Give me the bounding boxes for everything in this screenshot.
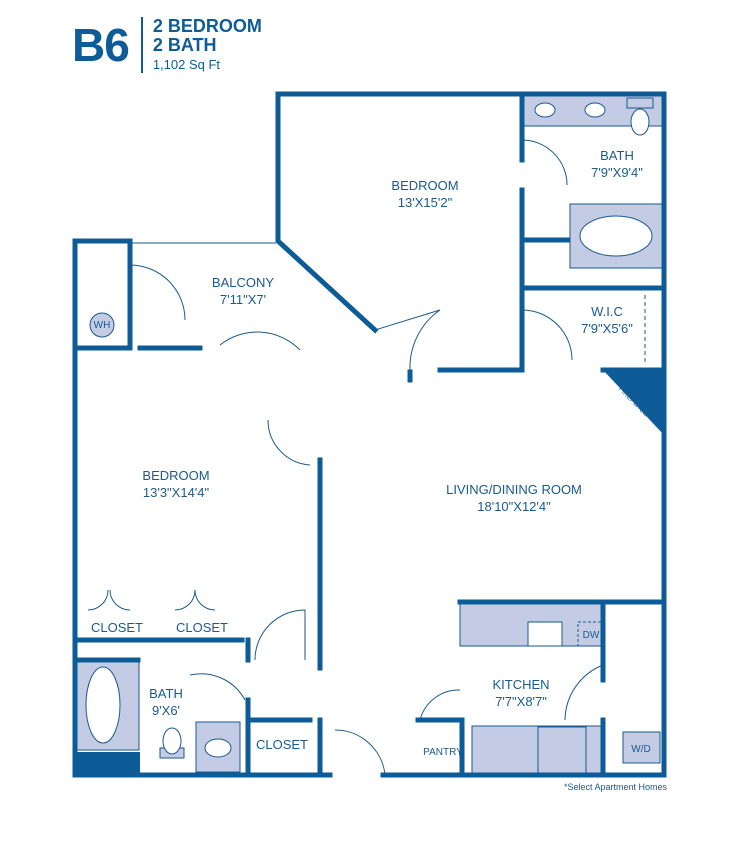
dishwasher-label: DW: [583, 630, 600, 641]
unit-info: 2 BEDROOM 2 BATH 1,102 Sq Ft: [152, 15, 262, 74]
sink-icon: [584, 102, 606, 118]
bedroom2-size: 13'3"X14'4": [143, 485, 210, 500]
bedroom2-name: BEDROOM: [142, 468, 209, 483]
bath2-name: BATH: [149, 686, 183, 701]
pantry-label: PANTRY: [423, 747, 463, 758]
living-size: 18'10"X12'4": [477, 499, 551, 514]
kitchen-name: KITCHEN: [492, 677, 549, 692]
fireplace-block: [603, 370, 664, 435]
plan-header: B6 2 BEDROOM 2 BATH 1,102 Sq Ft: [72, 14, 262, 76]
bath1-name: BATH: [600, 148, 634, 163]
walls: [72, 91, 667, 778]
closet3-label: CLOSET: [256, 737, 308, 752]
water-heater-label: WH: [94, 320, 111, 331]
bedroom1-size: 13'X15'2": [398, 195, 453, 210]
washer-dryer-icon: [622, 731, 661, 764]
divider: [140, 17, 143, 73]
closet1-label: CLOSET: [91, 620, 143, 635]
water-heater-icon: [89, 312, 115, 338]
wall-block: [75, 752, 140, 775]
washer-dryer-label: W/D: [631, 744, 650, 755]
sink-icon-lower: [204, 738, 232, 758]
bath1-size: 7'9"X9'4": [591, 165, 643, 180]
unit-code: B6: [72, 19, 130, 71]
room-labels: BEDROOM 13'X15'2" BATH 7'9"X9'4" BALCONY…: [91, 148, 651, 758]
tub-basin-lower: [85, 666, 121, 744]
toilet-icon: [630, 108, 650, 136]
balcony-size: 7'11"X7': [220, 292, 266, 307]
footnote: *Select Apartment Homes: [563, 782, 667, 792]
square-footage: 1,102 Sq Ft: [152, 56, 221, 72]
kitchen-size: 7'7"X8'7": [495, 694, 547, 709]
closet2-label: CLOSET: [176, 620, 228, 635]
bath-count: 2 BATH: [152, 34, 217, 55]
wic-name: W.I.C: [591, 304, 623, 319]
doors: [87, 139, 660, 776]
tub-basin-upper: [579, 215, 653, 257]
sink-icon: [534, 102, 556, 118]
bedroom1-name: BEDROOM: [391, 178, 458, 193]
bath2-size: 9'X6': [152, 703, 180, 718]
toilet-icon-lower: [162, 727, 182, 755]
range-icon: [537, 726, 587, 774]
living-name: LIVING/DINING ROOM: [446, 482, 582, 497]
fixtures: [76, 95, 663, 774]
kitchen-sink-icon: [527, 621, 563, 647]
bedroom-count: 2 BEDROOM: [152, 15, 262, 36]
balcony-name: BALCONY: [212, 275, 274, 290]
toilet-tank: [626, 97, 654, 109]
wic-size: 7'9"X5'6": [581, 321, 633, 336]
